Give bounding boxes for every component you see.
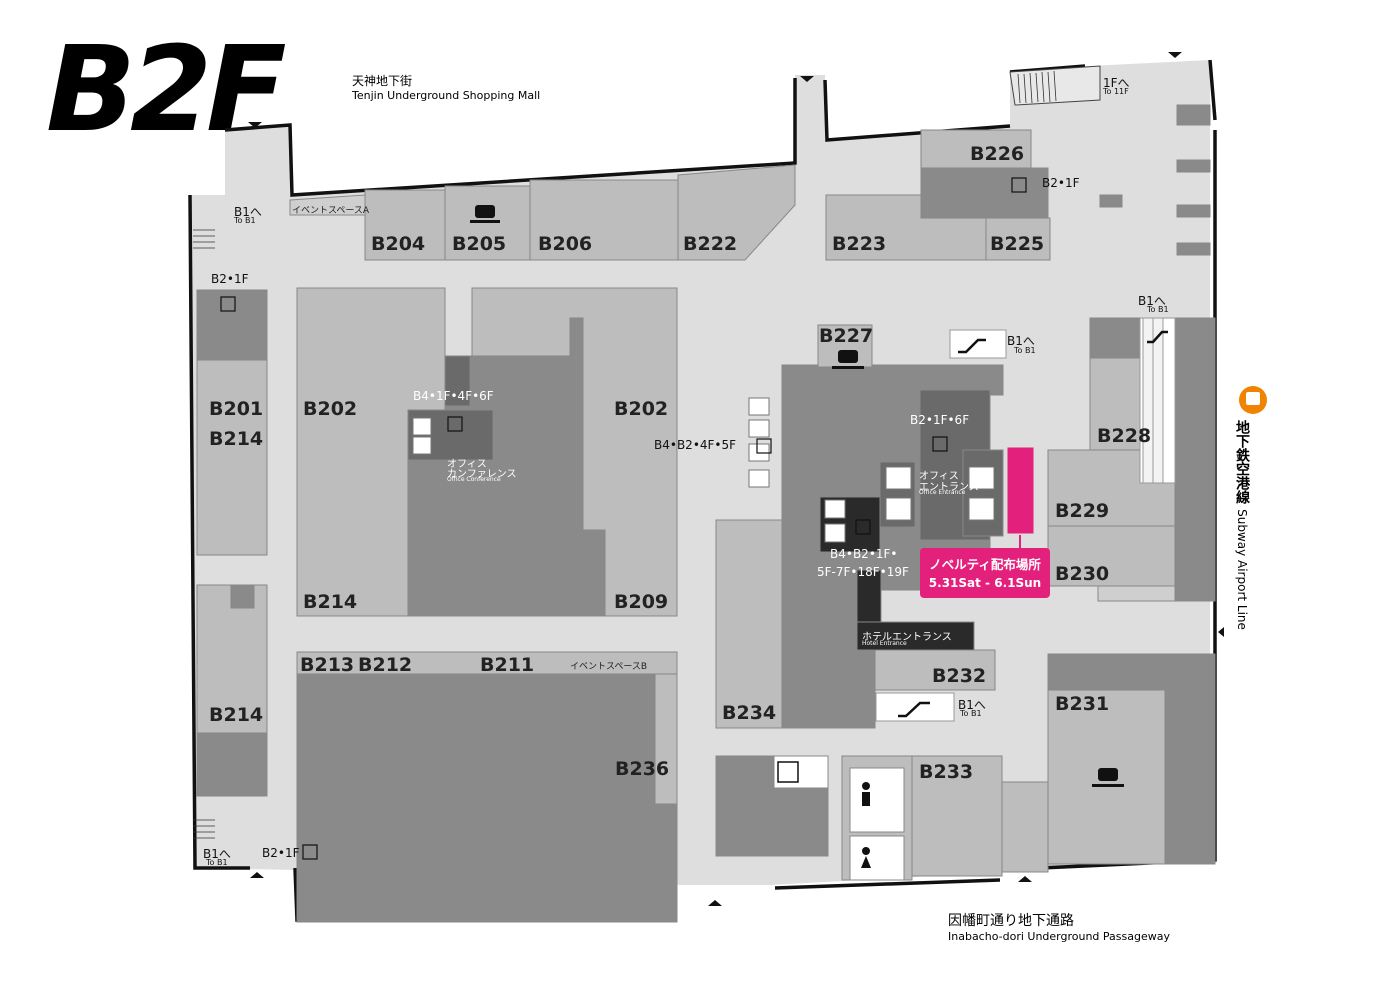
elevator-label: B4•B2•1F• [830, 547, 898, 561]
escalator-label-en: To B1 [1014, 346, 1036, 355]
office-entrance-label: エントランス [919, 482, 979, 493]
elevator-label: B4•B2•4F•5F [654, 438, 737, 452]
unit-B202: B202 [614, 398, 669, 420]
unit-B209: B209 [614, 591, 669, 613]
escalator-panels [875, 317, 1176, 722]
shop-blocks-center-left [296, 287, 678, 923]
unit-B232: B232 [932, 665, 987, 687]
office-conference-label: オフィス [447, 459, 487, 470]
escalator-label: B1へ [958, 698, 986, 712]
stairs-1f-label-en: To 11F [1103, 87, 1129, 96]
direction-arrows [248, 52, 1224, 906]
inabacho-label: 因幡町通り地下通路 Inabacho-dori Underground Pass… [948, 910, 1170, 943]
unit-B222: B222 [683, 233, 738, 255]
unit-B211: B211 [480, 654, 535, 676]
inabacho-label-en: Inabacho-dori Underground Passageway [948, 930, 1170, 943]
tenjin-label: 天神地下街 Tenjin Underground Shopping Mall [352, 72, 540, 102]
escalator-label-en: To B1 [1147, 305, 1169, 314]
stairs-b1-label: B1へ [234, 205, 262, 219]
elevator-label: B2•1F [211, 272, 249, 286]
shop-blocks-left [196, 289, 268, 797]
novelty-dates: 5.31Sat - 6.1Sun [928, 576, 1042, 590]
tenjin-label-ja: 天神地下街 [352, 74, 413, 88]
unit-B234: B234 [722, 702, 777, 724]
cafe-icon [470, 205, 1124, 787]
novelty-booth [1007, 447, 1034, 548]
unit-B228: B228 [1097, 425, 1152, 447]
event-space-b: イベントスペースB [570, 662, 648, 672]
elevator-label: B4•1F•4F•6F [413, 389, 494, 403]
inabacho-label-ja: 因幡町通り地下通路 [948, 913, 1074, 929]
escalator-icon [898, 330, 1168, 718]
unit-B201: B201 [209, 398, 264, 420]
stairs-left [193, 229, 215, 839]
elevator-label: B2•1F [262, 846, 300, 860]
stairs-1f-label: 1Fへ [1103, 76, 1130, 90]
unit-B233: B233 [919, 761, 974, 783]
elevator-label: B2•1F [1042, 176, 1080, 190]
tenjin-label-en: Tenjin Underground Shopping Mall [352, 89, 541, 102]
unit-B212: B212 [358, 654, 413, 676]
shop-blocks-right [1047, 104, 1216, 865]
unit-B214: B214 [303, 591, 358, 613]
subway-label-ja: 地下鉄空港線 [1234, 420, 1250, 504]
unit-B202: B202 [303, 398, 358, 420]
elevator-label: 5F-7F•18F•19F [817, 565, 909, 579]
unit-B204: B204 [371, 233, 426, 255]
hotel-entrance-label-en: Hotel Entrance [862, 640, 907, 647]
stairs-b1-label-en: To B1 [206, 858, 228, 867]
office-entrance-label-en: Office Entrance [919, 489, 966, 496]
restroom-icon [777, 761, 871, 868]
office-conference-label-en: Office Conference [447, 476, 501, 483]
unit-B213: B213 [300, 654, 355, 676]
unit-B214: B214 [209, 428, 264, 450]
unit-B231: B231 [1055, 693, 1110, 715]
escalator-label: B1へ [1138, 294, 1166, 308]
unit-B225: B225 [990, 233, 1045, 255]
office-conference-label: カンファレンス [447, 469, 517, 480]
elevator-boxes [412, 397, 995, 543]
shop-blocks-center-right [715, 324, 1049, 881]
subway-icon [1239, 386, 1267, 414]
novelty-booth-marker [1007, 447, 1034, 534]
elevator-icon [220, 177, 1027, 860]
stairs-1f-top [1009, 65, 1101, 106]
stairs-b1-label-en: To B1 [234, 216, 256, 225]
unit-B229: B229 [1055, 500, 1110, 522]
unit-B227: B227 [819, 325, 874, 347]
escalator-label-en: To B1 [960, 709, 982, 718]
unit-B206: B206 [538, 233, 593, 255]
office-entrance-label: オフィス [919, 471, 959, 482]
novelty-title: ノベルティ配布場所 [929, 557, 1041, 572]
unit-B236: B236 [615, 758, 670, 780]
elevator-label: B2•1F•6F [910, 413, 970, 427]
escalator-label: B1へ [1007, 334, 1035, 348]
stairs-b1-label: B1へ [203, 847, 231, 861]
unit-B214: B214 [209, 704, 264, 726]
unit-B205: B205 [452, 233, 507, 255]
event-space-a: イベントスペースA [292, 206, 370, 216]
novelty-distribution-tag: ノベルティ配布場所 5.31Sat - 6.1Sun [920, 548, 1050, 598]
subway-label: 地下鉄空港線 Subway Airport Line [1232, 420, 1252, 630]
unit-B223: B223 [832, 233, 887, 255]
unit-B226: B226 [970, 143, 1025, 165]
unit-B230: B230 [1055, 563, 1110, 585]
hotel-entrance-label: ホテルエントランス [862, 632, 952, 643]
subway-label-en: Subway Airport Line [1235, 509, 1249, 630]
